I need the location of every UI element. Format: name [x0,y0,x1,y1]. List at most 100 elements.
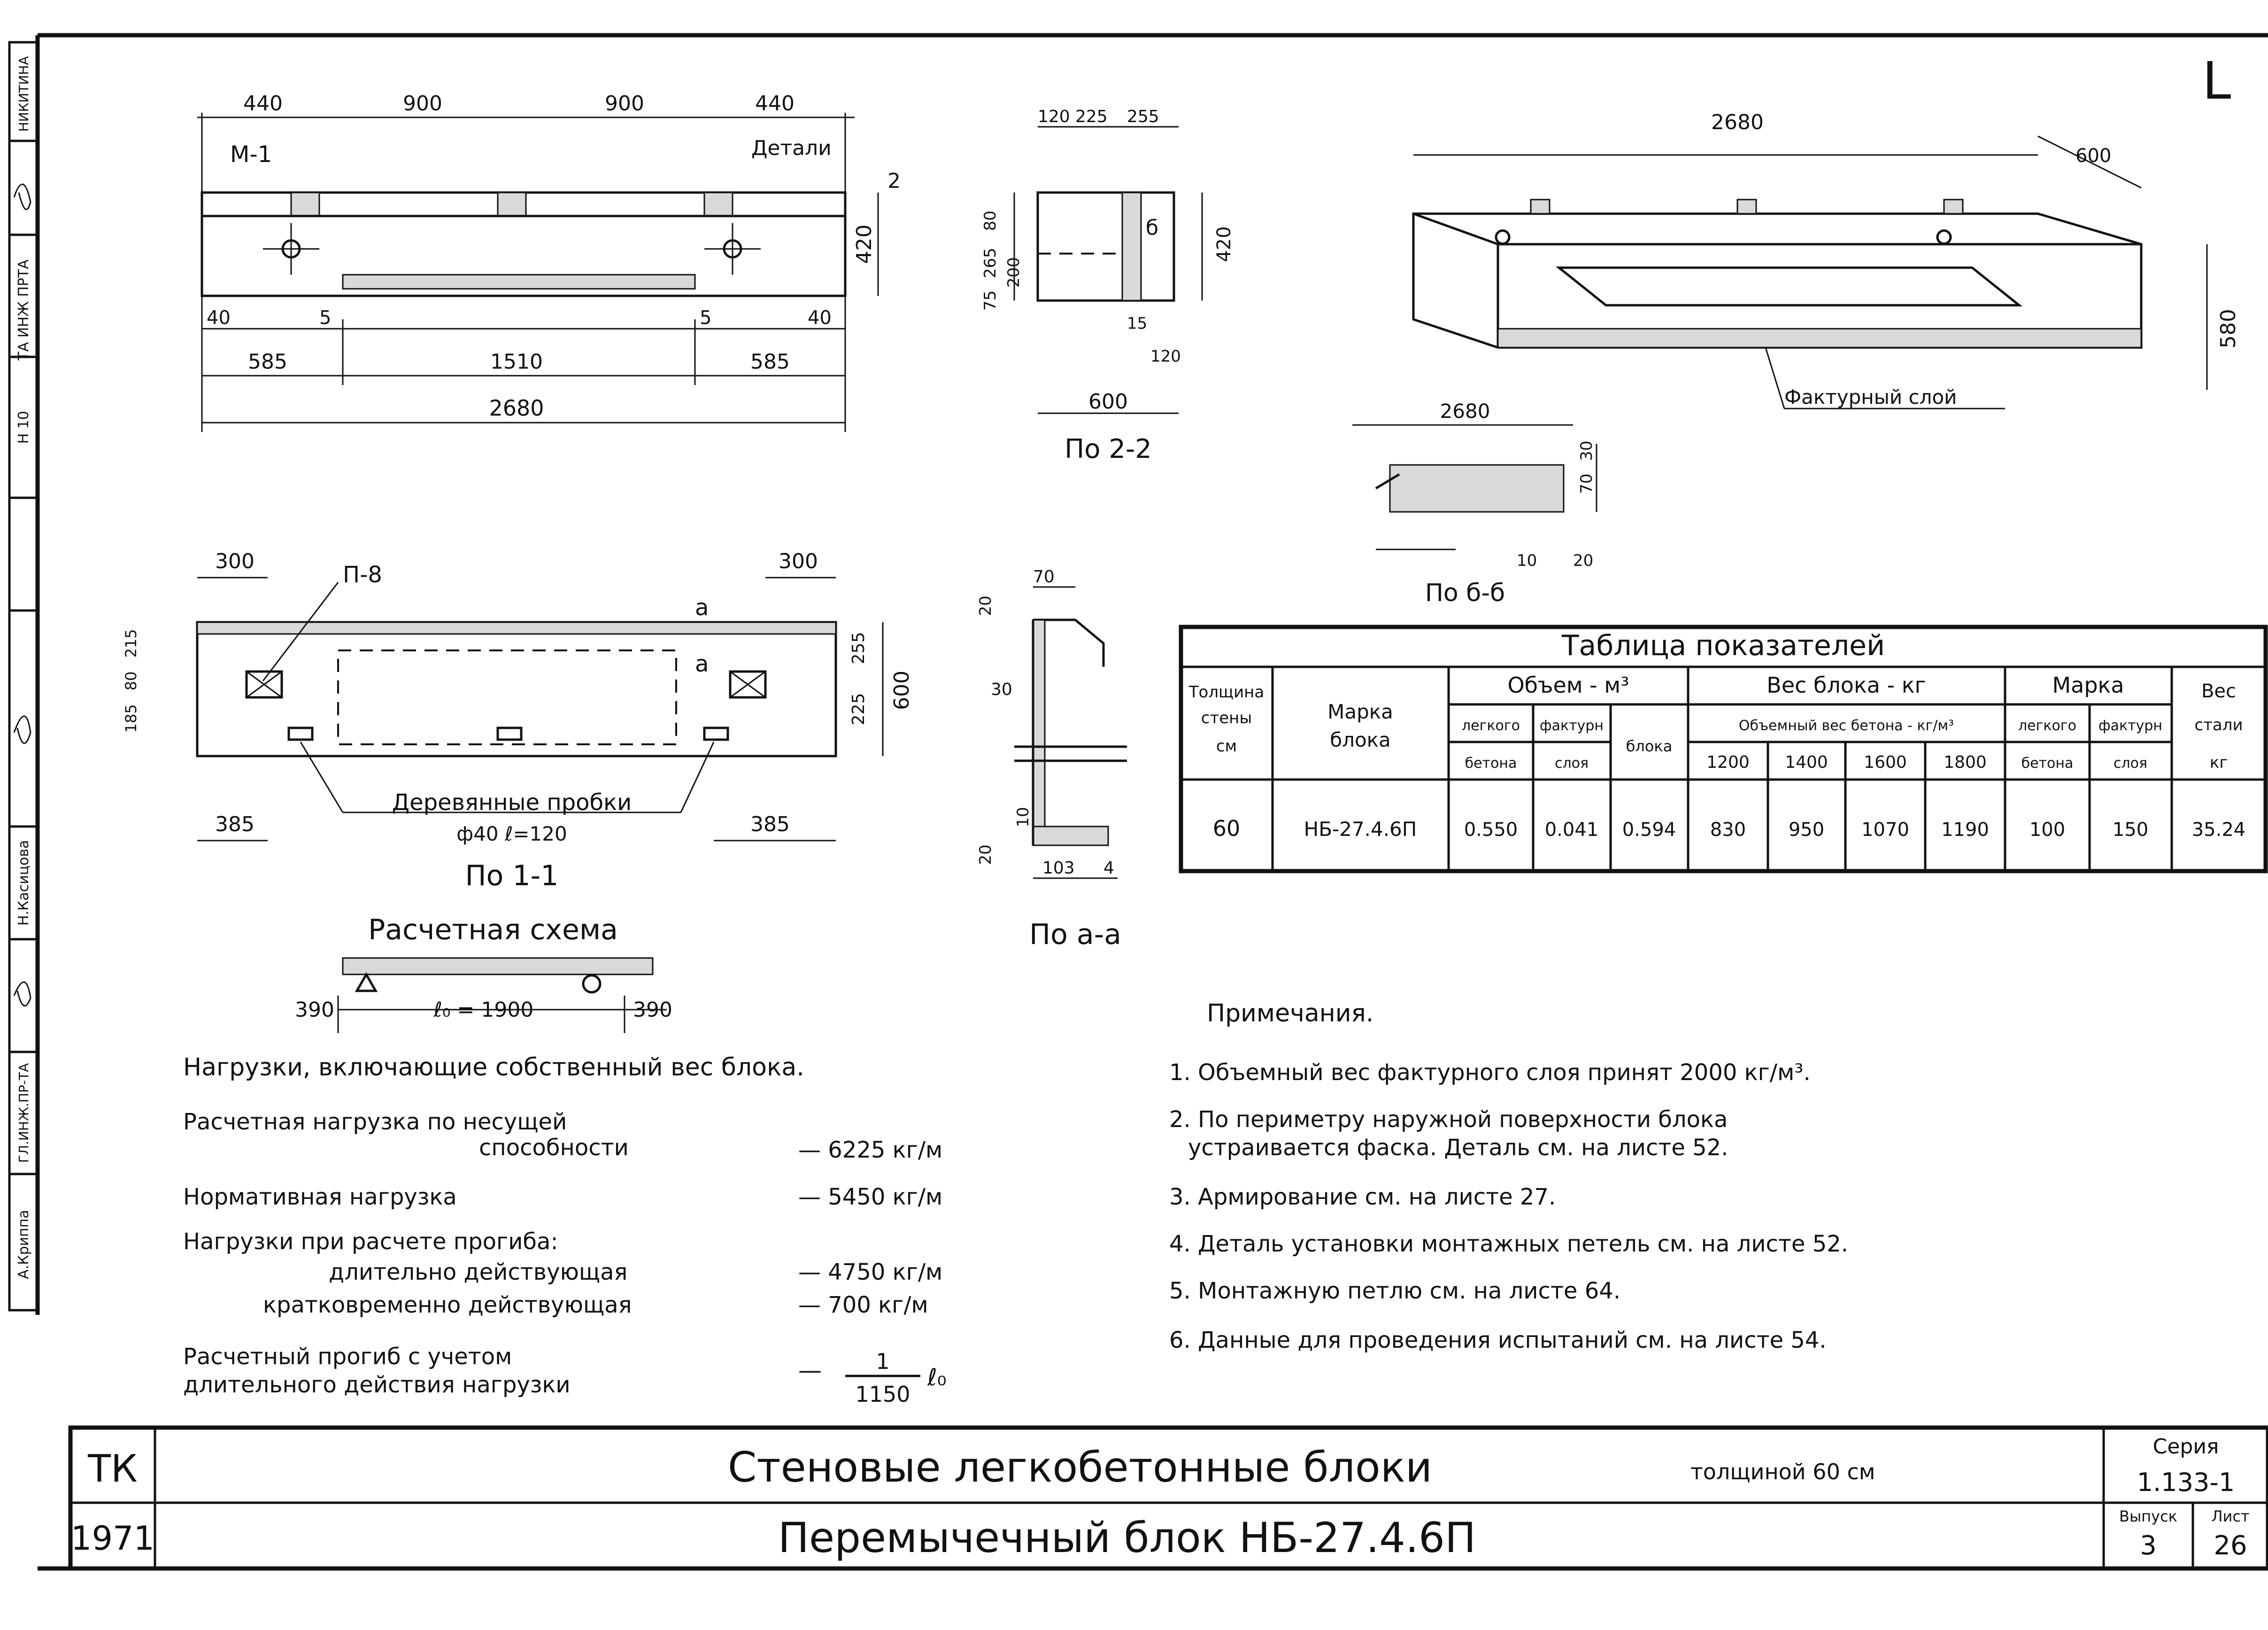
deflection-line-2: длительного действия нагрузки [183,1372,571,1398]
embedded-part-m1 [290,192,320,217]
s22-left-dim-2: 265 [981,248,1000,278]
label-m1: М-1 [230,141,272,168]
scheme-title: Расчетная схема [368,913,618,946]
dim-top-1: 440 [243,92,283,116]
cell-vol-block: 0.594 [1622,819,1676,841]
deflection-span: ℓ₀ [927,1364,947,1391]
h-steel-1: Вес [2201,680,2236,702]
gap-mark: 2 [887,169,901,193]
note-5: 5. Монтажную петлю см. на листе 64. [1169,1278,1620,1304]
plan-dim-top-1: 300 [215,549,255,573]
cell-w-1200: 830 [1710,819,1746,841]
h-vol-fact-2: слоя [1555,755,1589,772]
saa-dim-1: 70 [1033,567,1055,587]
h-steel-2: стали [2194,716,2243,734]
indicators-table: Таблица показателей Толщина стены см Мар… [1179,625,2268,873]
loads-block: Нагрузки, включающие собственный вес бло… [183,1053,947,1407]
h-grade-fact-1: фактурн [2098,718,2162,734]
tb-sheet-label: Лист [2211,1507,2249,1525]
corner-mark: L [2202,51,2231,111]
dim-small-1: 40 [207,307,231,329]
s22-left-dim-4: 200 [1004,257,1023,288]
dim-small-2: 5 [319,307,331,329]
section-aa-view: 70 20 30 10 20 103 4 По а-а [976,567,1127,951]
note-6: 6. Данные для проведения испытаний см. н… [1169,1327,1827,1353]
tb-issue: 3 [2140,1530,2157,1561]
tb-sheet: 26 [2214,1530,2247,1561]
saa-title: По а-а [1029,918,1121,951]
plan-left-dim-3: 215 [122,629,140,657]
saa-dim-7: 4 [1103,858,1114,878]
plan-right-dim-total: 600 [890,671,914,710]
mark-a-bottom: а [695,651,709,677]
h-grade-light-2: бетона [2021,755,2074,772]
h-w-1600: 1600 [1864,753,1907,772]
cell-thickness: 60 [1213,816,1241,841]
dim-bottom-3: 585 [750,350,790,374]
s22-left-dim-3: 80 [981,210,1000,231]
plan-left-dim-1: 185 [122,704,140,733]
loop-mark [729,670,767,699]
h-grade-fact-2: слоя [2114,755,2147,772]
s22-dim-top-1: 120 [1038,107,1070,126]
label-details: Детали [751,136,832,160]
cell-vol-light: 0.550 [1464,819,1518,841]
plugs-size: ф40 ℓ=120 [456,822,567,845]
h-grade: Марка [2052,672,2124,698]
plan-dim-top-2: 300 [779,549,818,573]
stamp-cell-4: ГЛ.ИНЖ.ПР-ТА [16,1063,31,1163]
note-2: 2. По периметру наружной поверхности бло… [1169,1106,1728,1133]
load-row-1-label2: способности [479,1135,629,1161]
s22-small-2: 120 [1150,347,1181,366]
notes-block: Примечания. 1. Объемный вес фактурного с… [1169,999,1848,1353]
load-row-2-value: — 5450 кг/м [798,1184,942,1210]
h-vol-fact-1: фактурн [1540,718,1604,734]
saa-dim-3: 30 [991,680,1012,699]
sbb-title: По б-б [1425,579,1505,607]
plan-view: 300 300 П-8 а а 185 80 215 225 255 600 3… [122,549,914,892]
note-2-cont: устраивается фаска. Деталь см. на листе … [1188,1135,1728,1161]
load-row-3-label: Нагрузки при расчете прогиба: [183,1228,558,1255]
h-weight: Вес блока - кг [1767,672,1926,698]
load-row-5-label: кратковременно действующая [263,1292,632,1318]
saa-dim-2: 20 [976,595,995,616]
plan-right-dim-1: 225 [849,693,868,726]
saa-dim-6: 103 [1042,858,1075,878]
cell-vol-fact: 0.041 [1545,819,1599,841]
notes-title: Примечания. [1207,999,1373,1027]
side-stamp: ТА ИНЖ ПРТА Н 10 Н.Касицова ГЛ.ИНЖ.ПР-ТА… [8,41,38,1312]
loop-mark [245,670,283,699]
sbb-dim-2: 70 [1577,473,1596,494]
note-4: 4. Деталь установки монтажных петель см.… [1169,1231,1848,1257]
dim-total: 2680 [489,395,544,421]
stamp-cell-5: А.Криппа [15,1210,32,1279]
sbb-dim-3: 10 [1517,551,1537,570]
plan-title: По 1-1 [465,859,559,892]
tb-year: 1971 [71,1519,154,1558]
tb-series-label: Серия [2153,1435,2219,1459]
saa-dim-5: 20 [976,844,995,865]
tb-title-1-small: толщиной 60 см [1690,1459,1875,1484]
cell-w-1600: 1070 [1861,819,1909,841]
top-elevation-view: 440 900 900 440 М-1 Детали 40 5 5 40 585… [197,92,901,432]
s22-dim-top-3: 255 [1127,107,1159,126]
plan-dim-bottom-2: 385 [750,812,790,836]
load-row-4-label: длительно действующая [329,1259,627,1285]
scheme-left: 390 [295,998,334,1022]
load-row-1-label: Расчетная нагрузка по несущей [183,1109,567,1135]
section-2-2-view: 120 225 255 75 265 80 200 420 15 120 600… [981,107,1235,464]
s22-left-dim-1: 75 [981,290,1000,310]
iso-width: 600 [2075,145,2111,167]
label-p8: П-8 [343,562,382,588]
h-vol-light-1: легкого [1462,718,1520,734]
h-thick-1: Толщина [1188,683,1265,702]
dim-height: 420 [852,224,876,264]
deflection-numerator: 1 [876,1349,889,1374]
h-vol-light-2: бетона [1465,755,1517,772]
tb-org: ТК [87,1447,138,1491]
facing-layer-strip [342,274,696,290]
iso-facing-label: Фактурный слой [1784,386,1957,409]
tb-series: 1.133-1 [2137,1468,2235,1497]
